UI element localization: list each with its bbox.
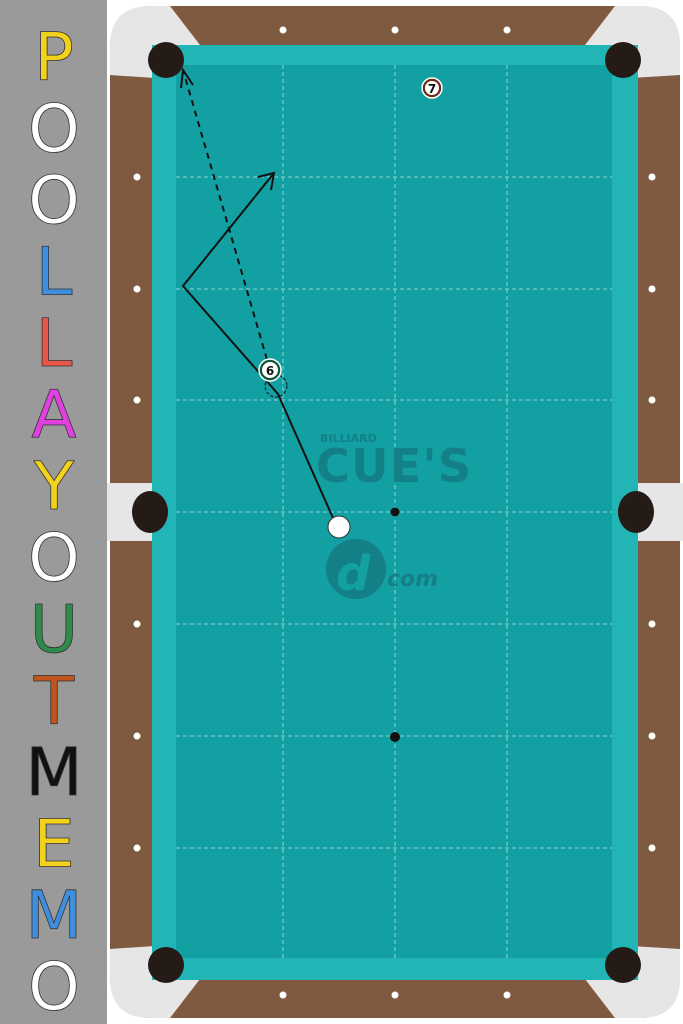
pocket-side-left xyxy=(132,491,168,533)
sidebar-letter-5: A xyxy=(31,377,76,454)
diamond-right-1 xyxy=(648,285,656,293)
table-grid xyxy=(176,65,612,958)
watermark-logo-circle xyxy=(326,539,386,599)
sidebar-letter-13: O xyxy=(28,949,80,1024)
ball-6[interactable]: 6 xyxy=(258,358,282,382)
sidebar-letter-11: E xyxy=(33,806,75,883)
pool-table xyxy=(107,0,683,1024)
sidebar-letter-1: O xyxy=(28,91,80,168)
diamond-left-0 xyxy=(133,173,141,181)
sidebar-letter-8: U xyxy=(30,591,78,668)
diamond-bottom-1 xyxy=(391,991,399,999)
sidebar-letter-2: O xyxy=(28,162,80,239)
diamond-top-0 xyxy=(279,26,287,34)
sidebar-letter-0: P xyxy=(34,19,74,96)
watermark: BILLIARD CUE'S d com xyxy=(316,432,471,602)
pocket-bottom-left xyxy=(148,947,184,983)
watermark-logo-letter: d xyxy=(336,546,371,602)
diamond-right-2 xyxy=(648,396,656,404)
pocket-top-left xyxy=(148,42,184,78)
foot-spot xyxy=(390,732,400,742)
diamond-top-1 xyxy=(391,26,399,34)
sidebar-letter-6: Y xyxy=(33,448,75,525)
diamond-bottom-0 xyxy=(279,991,287,999)
diamond-left-3 xyxy=(133,620,141,628)
pocket-side-right xyxy=(618,491,654,533)
object-path-arrowhead xyxy=(180,67,194,89)
diamond-right-4 xyxy=(648,732,656,740)
diamond-left-2 xyxy=(133,396,141,404)
sidebar-letter-9: T xyxy=(33,663,75,740)
diamond-right-0 xyxy=(648,173,656,181)
diamond-top-2 xyxy=(503,26,511,34)
center-spot xyxy=(390,507,400,517)
diamond-left-4 xyxy=(133,732,141,740)
ball-7[interactable]: 7 xyxy=(421,77,443,99)
rail-diamonds xyxy=(133,26,656,999)
diamond-right-5 xyxy=(648,844,656,852)
ball-6-label: 6 xyxy=(266,364,274,378)
pockets xyxy=(132,42,654,983)
diamond-right-3 xyxy=(648,620,656,628)
pocket-bottom-right xyxy=(605,947,641,983)
watermark-suffix: com xyxy=(387,567,438,592)
sidebar-letter-7: O xyxy=(28,520,80,597)
sidebar-letter-12: M xyxy=(26,877,83,954)
watermark-main: CUE'S xyxy=(316,439,471,493)
shot-lines xyxy=(180,67,334,519)
ball-7-label: 7 xyxy=(428,82,436,96)
watermark-top: BILLIARD xyxy=(320,432,377,445)
diamond-left-5 xyxy=(133,844,141,852)
diamond-left-1 xyxy=(133,285,141,293)
sidebar-letter-4: L xyxy=(36,305,73,382)
object-path xyxy=(182,69,271,371)
sidebar-letter-10: M xyxy=(26,734,83,811)
sidebar-letter-3: L xyxy=(36,234,73,311)
diamond-bottom-2 xyxy=(503,991,511,999)
cue-path-arrowhead xyxy=(257,171,276,191)
cue-ball[interactable] xyxy=(327,515,351,539)
pocket-top-right xyxy=(605,42,641,78)
